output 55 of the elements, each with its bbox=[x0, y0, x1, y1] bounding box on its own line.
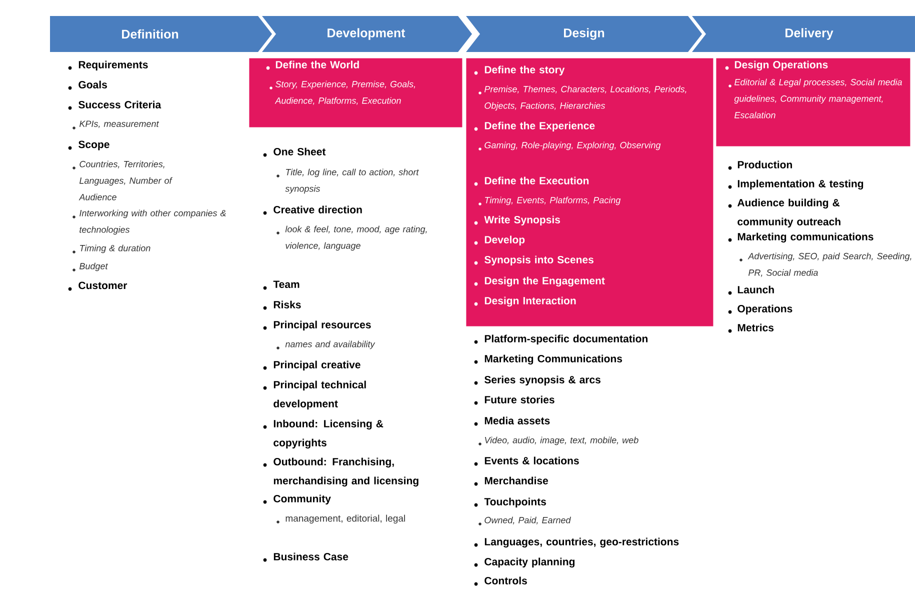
list-item: Series synopsis & arcs bbox=[484, 376, 600, 386]
list-item: Touchpoints bbox=[484, 498, 546, 508]
node-label: Definition bbox=[122, 29, 178, 39]
list-item: Controls bbox=[484, 576, 527, 584]
list-item: Inbound: Licensing & copyrights bbox=[274, 420, 384, 449]
highlight-box: Define the story Premise, Themes, Characters, Locations, Periods, Objects, Factions, Hierarchies Define the Experience Gaming, Role-playing, Exploring, Observing Define the Execution Timing, Events, Platforms, Pacing Write Synopsis Develop Synopsis into Scenes Design the Engagement Design Interaction bbox=[466, 58, 714, 326]
sub-item: Advertising, SEO, paid Search, Seeding, PR, Social media bbox=[748, 252, 912, 277]
list-item: Customer bbox=[78, 282, 128, 290]
sub-item: Budget bbox=[80, 262, 108, 272]
list-item: Audience building & community outreach bbox=[737, 198, 840, 228]
list-item: Events & locations bbox=[484, 456, 579, 464]
node-label: Design bbox=[564, 28, 604, 40]
list-item: Community bbox=[274, 494, 331, 504]
list-item: Future stories bbox=[484, 396, 554, 404]
chevron-header: Definition bbox=[50, 16, 272, 52]
list-item: Capacity planning bbox=[484, 558, 574, 568]
list-item: Merchandise bbox=[484, 476, 548, 484]
chevron-header: Development bbox=[262, 16, 472, 52]
sub-item: Video, audio, image, text, mobile, web bbox=[485, 436, 638, 446]
list-item: Metrics bbox=[738, 324, 774, 332]
list-item: Media assets bbox=[484, 416, 550, 424]
chevron-header: Delivery bbox=[692, 16, 915, 52]
sub-item: management, editorial, legal bbox=[286, 514, 405, 524]
list-item: One Sheet bbox=[274, 148, 326, 156]
list-item: Principal technical development bbox=[274, 380, 366, 410]
sub-item: KPIs, measurement bbox=[80, 120, 160, 128]
list-item: Risks bbox=[274, 300, 301, 308]
highlight-box: Define the World Story, Experience, Premise, Goals, Audience, Platforms, Execution bbox=[249, 58, 462, 128]
list-item: Team bbox=[273, 280, 300, 288]
list-item: Languages, countries, geo-restrictions bbox=[484, 538, 679, 548]
sub-item: Title, log line, call to action, short synopsis bbox=[285, 168, 419, 194]
sub-item: Interworking with other companies & technologies bbox=[80, 210, 226, 235]
list-item: Principal resources bbox=[274, 320, 371, 330]
sub-item: look & feel, tone, mood, age rating, violence, language bbox=[285, 226, 427, 251]
list-item: Business Case bbox=[274, 552, 348, 560]
list-item: Marketing Communications bbox=[484, 354, 622, 365]
sub-item: Countries, Territories, Languages, Number of Audience bbox=[78, 160, 173, 200]
list-item: Principal creative bbox=[274, 360, 360, 370]
list-item: Launch bbox=[738, 286, 774, 294]
node-label: Development bbox=[328, 28, 406, 40]
list-item: Creative direction bbox=[274, 206, 362, 214]
node-label: Delivery bbox=[786, 28, 834, 40]
list-item: Operations bbox=[738, 304, 792, 314]
list-item: Marketing communications bbox=[738, 232, 874, 243]
list-item: Implementation & testing bbox=[738, 180, 864, 190]
list-item: Goals bbox=[78, 80, 107, 88]
sub-item: Timing & duration bbox=[80, 244, 150, 254]
highlight-box: Design Operations Editorial & Legal processes, Social media guidelines, Community management, Escalation bbox=[716, 58, 910, 146]
chevron-header: Design bbox=[466, 16, 702, 52]
list-item: Success Criteria bbox=[78, 100, 162, 108]
sub-item: names and availability bbox=[285, 340, 376, 350]
list-item: Production bbox=[738, 160, 792, 168]
list-item: Scope bbox=[78, 140, 110, 150]
sub-item: Owned, Paid, Earned bbox=[484, 516, 571, 524]
list-item: Outbound: Franchising, merchandising and licensing bbox=[274, 458, 418, 487]
